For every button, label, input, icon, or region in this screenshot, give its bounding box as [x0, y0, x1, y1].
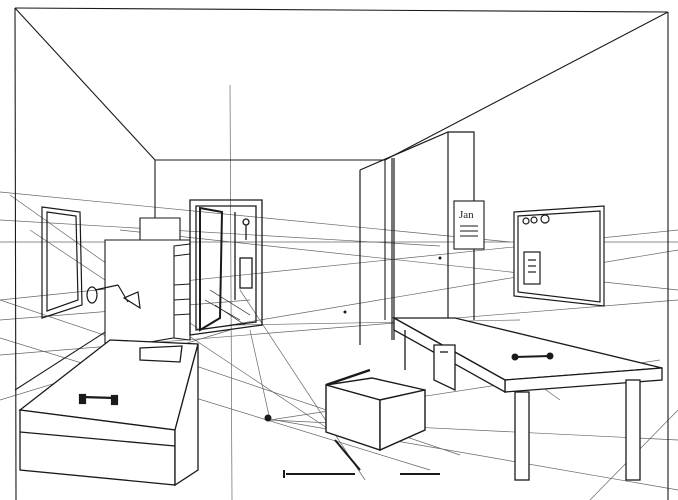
bulletin-board [513, 205, 605, 307]
sketch-dots [343, 256, 442, 314]
box [325, 368, 426, 452]
desk [391, 316, 663, 481]
calendar-label: Jan [459, 209, 474, 221]
doorway [189, 199, 263, 336]
desk-ruler [511, 352, 554, 361]
bed [18, 339, 199, 487]
bed-mark [78, 393, 119, 406]
cabinet [104, 217, 191, 351]
floor-marks [264, 414, 440, 478]
calendar [453, 200, 485, 250]
wall-lamp [86, 284, 141, 310]
left-window [41, 206, 83, 319]
